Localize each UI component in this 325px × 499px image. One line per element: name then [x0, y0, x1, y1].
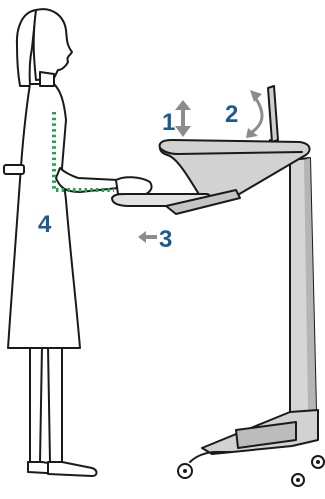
person-figure: [4, 9, 152, 476]
vertical-double-arrow-icon: [175, 100, 191, 137]
right-leg: [48, 346, 62, 462]
monitor: [268, 86, 278, 142]
left-leg: [30, 346, 42, 462]
callout-4: 4: [38, 213, 51, 237]
caster-rear-hub: [296, 478, 300, 482]
tilt-arrows-icon: [246, 90, 262, 138]
neck: [40, 72, 54, 86]
left-arrow-icon: [138, 231, 157, 243]
cart: [112, 86, 324, 486]
caster-back-hub: [316, 460, 320, 464]
work-surface: [160, 140, 310, 196]
callout-1: 1: [162, 111, 175, 135]
callout-3: 3: [159, 228, 172, 252]
caster-front-hub: [183, 469, 187, 473]
belt-tab: [4, 165, 24, 174]
right-shoe: [48, 462, 97, 476]
callout-2: 2: [225, 103, 238, 127]
head: [34, 9, 72, 80]
